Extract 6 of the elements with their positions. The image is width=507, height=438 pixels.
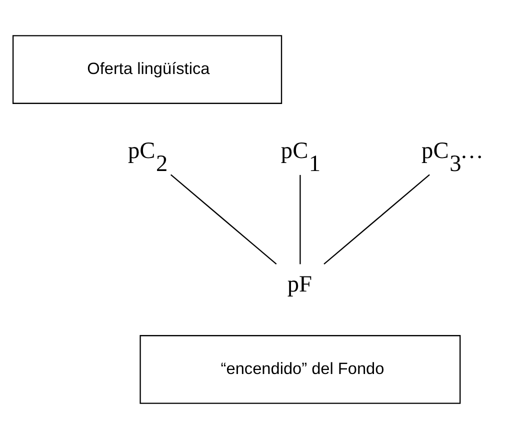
connector [300, 174, 301, 264]
node-box: Oferta lingüística [12, 34, 282, 104]
node-text: pF [287, 270, 312, 297]
connector [170, 174, 277, 264]
node-box: “encendido” del Fondo [140, 334, 461, 404]
connector [324, 174, 430, 264]
